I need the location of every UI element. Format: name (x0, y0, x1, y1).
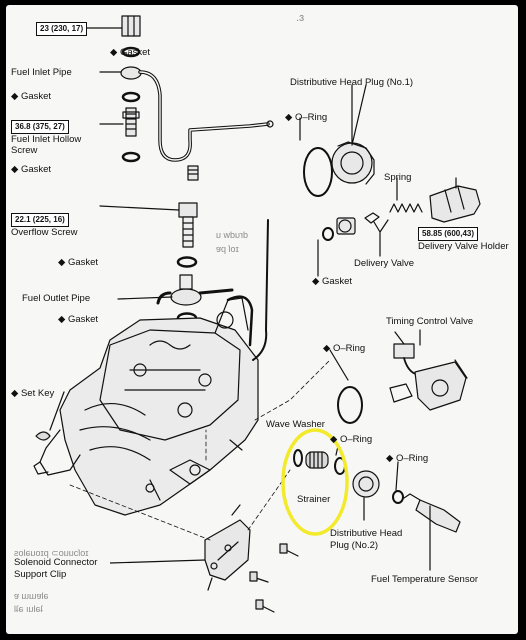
distributive-head-plug-no2-label: Plug (No.2) (330, 540, 379, 551)
fuel-inlet-pipe-label: Fuel Inlet Pipe (11, 67, 72, 78)
gasket-part (176, 256, 198, 268)
strainer-highlight-circle (281, 428, 349, 536)
strainer-label: Strainer (297, 494, 331, 505)
o-ring-label: ◆ O–Ring (330, 434, 373, 445)
torque-spec-box: 36.8 (375, 27) (11, 120, 69, 134)
bleed-text: ɪoſ pɐ (216, 244, 239, 254)
gasket-label: ◆ Gasket (110, 47, 151, 58)
gasket-part (121, 46, 141, 58)
fuel-temperature-sensor-label: Fuel Temperature Sensor (371, 574, 479, 585)
bleed-text: ɛ. (296, 12, 305, 24)
strainer-part (305, 451, 329, 469)
wave-washer-label: Wave Washer (266, 419, 325, 430)
bolt-part (249, 543, 299, 613)
gasket-label: ◆ Gasket (312, 276, 353, 287)
gasket-label: ◆ Gasket (11, 91, 52, 102)
torque-spec-box: 23 (230, 17) (36, 22, 88, 36)
fuel-inlet-pipe-part (120, 66, 274, 162)
distributive-head-plug-no1-part (331, 141, 375, 185)
gasket-part (121, 91, 141, 103)
spring-label: Spring (384, 172, 412, 183)
bleed-text: ʇəluı əʇl (14, 604, 44, 614)
overflow-screw-part (178, 202, 198, 248)
o-ring-part (392, 490, 404, 504)
hollow-screw-part (122, 107, 140, 137)
overflow-screw-label: Overflow Screw (11, 227, 78, 238)
solenoid-connector-support-clip-label: Support Clip (14, 569, 67, 580)
solenoid-connector-support-clip-part (204, 504, 251, 591)
o-ring-label: ◆ O–Ring (386, 453, 429, 464)
fuel-outlet-pipe-part (156, 274, 234, 306)
set-key-part (35, 431, 51, 441)
small-fitting-part (187, 165, 199, 181)
solenoid-connector-support-clip-label: Solenoid Connector (14, 557, 98, 568)
spring-part (389, 203, 423, 213)
torque-spec-box: 58.85 (600,43) (418, 227, 479, 241)
gasket-label: ◆ Gasket (58, 314, 99, 325)
gasket-part (121, 151, 141, 163)
distributive-head-plug-no1-label: Distributive Head Plug (No.1) (290, 77, 414, 88)
distributive-head-plug-no2-label: Distributive Head (330, 528, 403, 539)
paper-sheet (6, 5, 518, 634)
o-ring-part (337, 386, 363, 424)
wave-washer-part (293, 449, 303, 467)
distributive-head-plug-no2-part (352, 470, 380, 498)
fuel-temperature-sensor-part (403, 493, 461, 571)
torque-spec-box: 22.1 (225, 16) (11, 213, 69, 227)
o-ring-part (322, 227, 334, 241)
fuel-inlet-hollow-screw-label: Screw (11, 145, 38, 156)
delivery-valve-holder-label: Delivery Valve Holder (418, 241, 509, 252)
fuel-inlet-hollow-screw-label: Fuel Inlet Hollow (11, 134, 82, 145)
bleed-text: əlɐɯɯ ɐ (14, 591, 49, 601)
delivery-valve-holder-part (429, 185, 481, 223)
set-key-label: ◆ Set Key (11, 388, 55, 399)
o-ring-label: ◆ O–Ring (285, 112, 328, 123)
timing-control-valve-part (389, 343, 468, 411)
injection-pump-body (33, 219, 269, 516)
timing-control-valve-label: Timing Control Valve (386, 316, 474, 327)
gasket-label: ◆ Gasket (58, 257, 99, 268)
gasket-label: ◆ Gasket (11, 164, 52, 175)
o-ring-label: ◆ O–Ring (323, 343, 366, 354)
delivery-valve-part (336, 212, 380, 235)
o-ring-part (303, 147, 333, 197)
delivery-valve-label: Delivery Valve (354, 258, 415, 269)
bleed-text: drudw u (216, 230, 249, 240)
cap-nut-part (121, 15, 141, 37)
fuel-outlet-pipe-label: Fuel Outlet Pipe (22, 293, 91, 304)
